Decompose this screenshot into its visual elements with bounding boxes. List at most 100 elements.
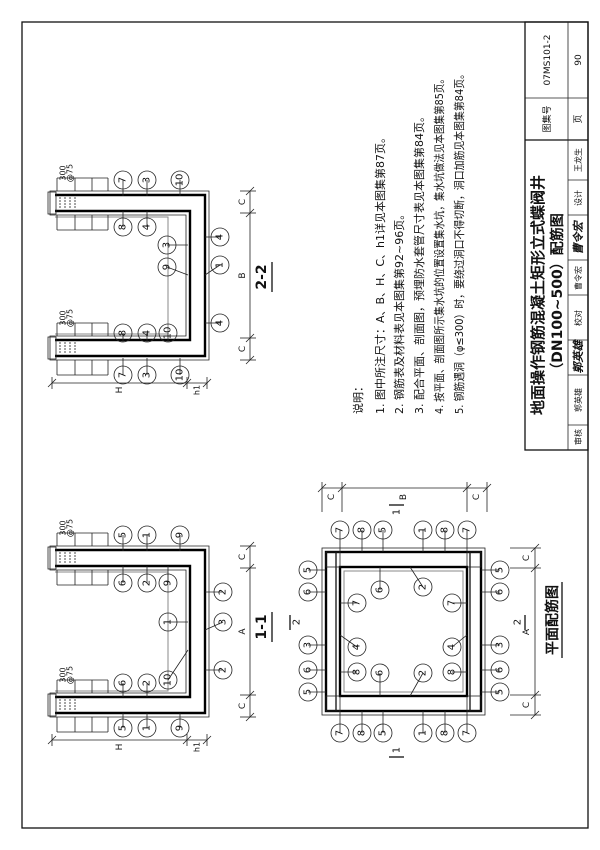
callout-circle	[210, 227, 230, 247]
callout-number: 2	[142, 580, 153, 586]
section-cut-mark-2: 2	[513, 619, 524, 625]
leader-line	[204, 621, 224, 631]
callout-number: 5	[378, 730, 389, 736]
drawing-title-line1: 地面操作钢筋混凝土矩形立式蝶阀井	[529, 175, 547, 415]
callout-circle	[442, 637, 462, 657]
callout-number: 10	[175, 369, 186, 382]
callout-circle	[170, 718, 190, 738]
note-4: 4. 按平面、剖面图所示集水坑的位置设置集水坑，集水坑做法见本图集第85页。	[432, 74, 446, 414]
inner-surface	[55, 216, 169, 335]
callout-circle	[373, 723, 393, 743]
callout-circle	[330, 723, 350, 743]
dim-C-label: C	[327, 494, 337, 500]
rebar-callout: 1	[210, 255, 230, 275]
note-5: 5. 钢筋遇洞（φ≤300）时，要绕过洞口不得切断，洞口加筋见本图集第84页。	[452, 69, 466, 414]
dim-C-label: C	[472, 494, 482, 500]
callout-circle	[137, 323, 157, 343]
rebar-callout: 9	[157, 257, 177, 277]
callout-number: 9	[175, 532, 186, 538]
callout-number: 1	[142, 725, 153, 731]
callout-circle	[298, 682, 318, 702]
callout-circle	[490, 682, 510, 702]
callout-number: 3	[495, 642, 506, 648]
reviewer-name: 郭英雄	[573, 388, 583, 412]
callout-number: 6	[495, 589, 506, 595]
page-label: 页	[573, 114, 584, 123]
callout-circle	[137, 365, 157, 385]
callout-number: 5	[303, 689, 314, 695]
callout-number: 4	[215, 320, 226, 326]
callout-circle	[490, 582, 510, 602]
callout-circle	[442, 593, 462, 613]
corner-bars	[466, 551, 482, 568]
rebar-callout: 3	[213, 612, 233, 632]
callout-circle	[137, 673, 157, 693]
rebar-callout: 3	[137, 170, 157, 190]
dim-C-label: C	[522, 702, 532, 708]
leader-line	[451, 634, 468, 648]
callout-number: 8	[357, 527, 368, 533]
rebar-callout: 5	[373, 520, 393, 540]
dim-C-label: C	[522, 555, 532, 561]
rebar-callout: 4	[210, 313, 230, 333]
callout-circle	[113, 170, 133, 190]
callout-circle	[170, 170, 190, 190]
rebar-callout: 7	[442, 593, 462, 613]
callout-number: 4	[447, 644, 458, 650]
rebar-callout: 8	[435, 723, 455, 743]
callout-number: 2	[418, 584, 429, 590]
dim-C-label: C	[238, 346, 248, 352]
spacing-label: @75	[66, 164, 75, 182]
callout-number: 5	[118, 532, 129, 538]
dim-C-label: C	[238, 199, 248, 205]
callout-number: 1	[418, 730, 429, 736]
rebar-callout: 9	[170, 718, 190, 738]
callout-circle	[113, 573, 133, 593]
section-1-1-title: 1-1	[254, 614, 270, 639]
callout-circle	[435, 520, 455, 540]
callout-circle	[137, 217, 157, 237]
dim-h1-label: h1	[193, 742, 202, 752]
rebar-callout: 5	[373, 723, 393, 743]
checker-name: 曹令宏	[573, 266, 583, 290]
note-2: 2. 钢筋表及材料表见本图集第92~96页。	[392, 209, 406, 414]
inner-rebar	[338, 565, 469, 698]
callout-number: 10	[163, 674, 174, 687]
callout-circle	[137, 525, 157, 545]
callout-number: 6	[375, 587, 386, 593]
callout-circle	[490, 635, 510, 655]
rebar-callout: 6	[298, 582, 318, 602]
callout-circle	[113, 323, 133, 343]
callout-number: 6	[495, 667, 506, 673]
callout-circle	[457, 520, 477, 540]
rebar-callout: 8	[442, 662, 462, 682]
section-cut-mark-1: 1	[392, 509, 403, 515]
callout-number: 7	[462, 730, 473, 736]
rebar-callout: 5	[490, 682, 510, 702]
callout-number: 1	[142, 532, 153, 538]
rebar-callout: 9	[158, 573, 178, 593]
outer-rebar	[55, 548, 207, 715]
callout-circle	[352, 723, 372, 743]
callout-number: 2	[142, 680, 153, 686]
callout-circle	[113, 217, 133, 237]
callout-circle	[157, 257, 177, 277]
callout-number: 3	[303, 642, 314, 648]
dim-B-label: B	[399, 494, 409, 500]
callout-number: 7	[352, 600, 363, 606]
callout-number: 2	[418, 670, 429, 676]
callout-number: 5	[118, 725, 129, 731]
rebar-callout: 7	[330, 723, 350, 743]
rebar-callout: 9	[170, 525, 190, 545]
callout-number: 6	[118, 580, 129, 586]
rebar-callout: 6	[490, 660, 510, 680]
callout-number: 4	[142, 224, 153, 230]
rebar-callout: 1	[158, 612, 178, 632]
callout-number: 1	[215, 262, 226, 268]
rebar-callout: 2	[413, 663, 433, 683]
callout-circle	[298, 560, 318, 580]
rebar-callout: 5	[113, 718, 133, 738]
rebar-callout: 2	[137, 573, 157, 593]
